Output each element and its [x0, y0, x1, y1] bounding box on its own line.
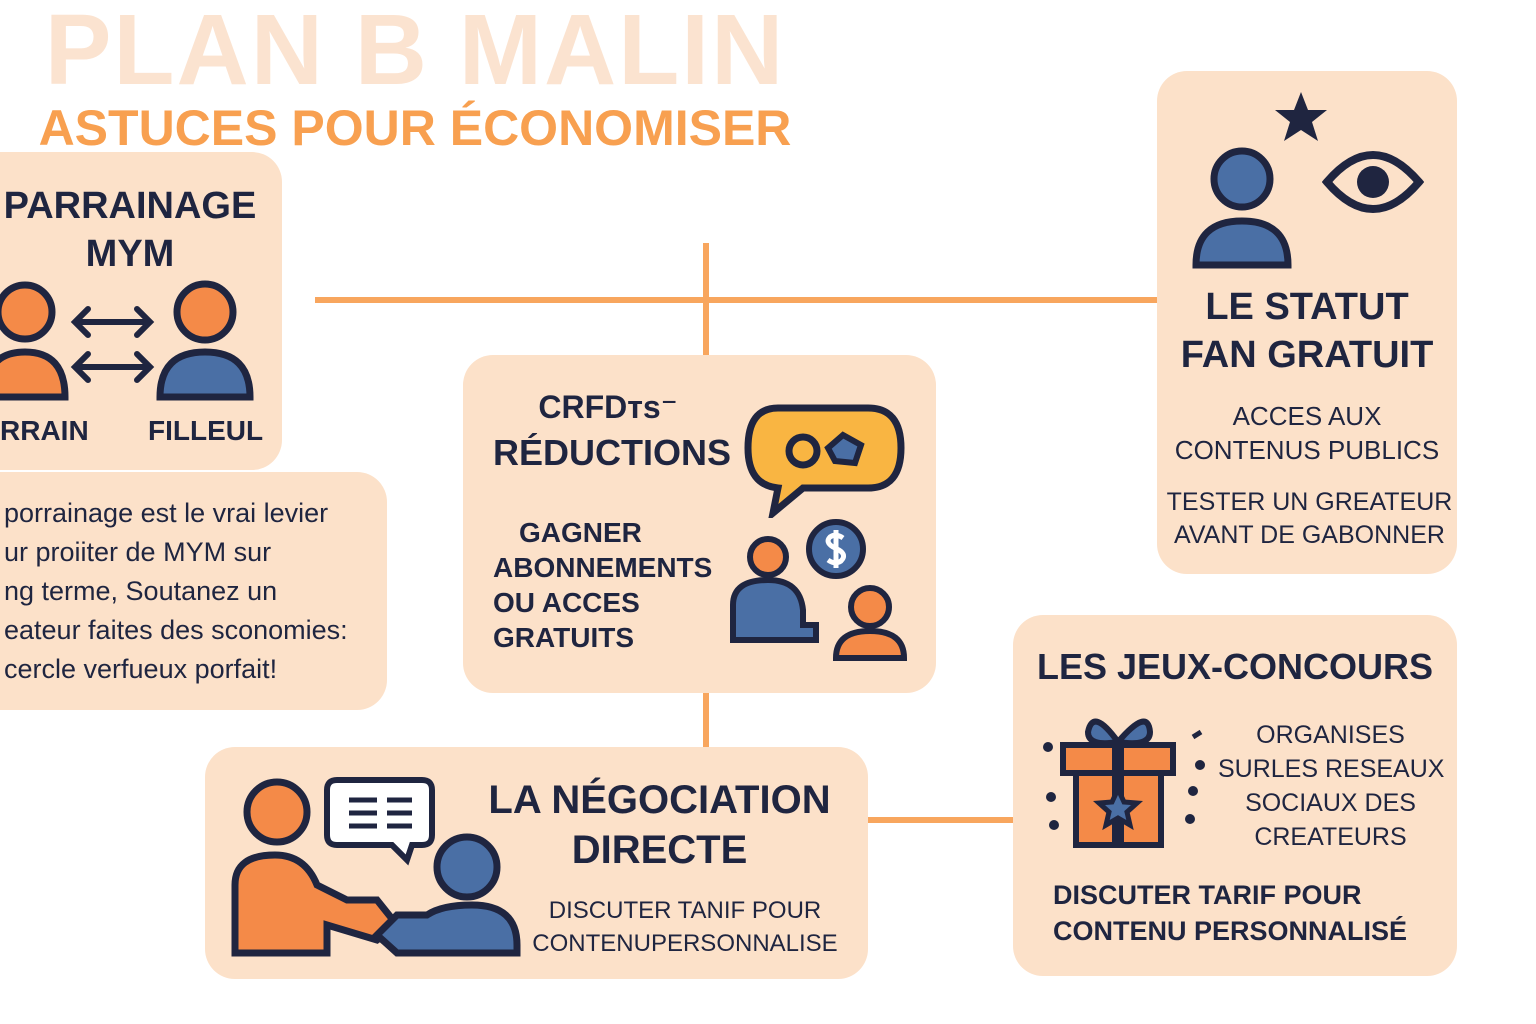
person-icon — [832, 585, 908, 661]
parrain-label: RRAIN — [0, 415, 89, 446]
statut-body-1: ACCES AUX CONTENUS PUBLICS — [1157, 399, 1457, 467]
double-arrow-icon — [70, 306, 155, 383]
card-negociation: LA NÉGOCIATION DIRECTE DISCUTER TANIF POU… — [205, 747, 868, 979]
text-line: SOCIAUX DES — [1245, 789, 1416, 817]
text-line: ORGANISES — [1256, 721, 1405, 749]
text-line: CREATEURS — [1254, 823, 1407, 851]
jeux-footer: DISCUTER TARIF POUR CONTENU PERSONNALISÉ — [1053, 877, 1407, 949]
dollar-coin-icon — [806, 519, 866, 579]
credits-title-1: CRFDтѕ⁻ — [538, 389, 678, 425]
text-line: ABONNEMENTS — [493, 552, 713, 583]
text-line: OU ACCES — [493, 587, 640, 618]
title-line: MYM — [85, 233, 175, 275]
text-line: ACCES AUX — [1232, 401, 1382, 431]
text-line: ur proiiter de MYM sur — [4, 537, 272, 567]
jeux-body: ORGANISES SURLES RESEAUX SOCIAUX DES CREATE… — [1218, 718, 1445, 854]
gift-icon — [1043, 718, 1205, 848]
person-icon — [156, 280, 254, 401]
connector-h-top — [315, 297, 1160, 303]
text-line: porrainage est le vrai levier — [4, 498, 329, 528]
card-credits: CRFDтѕ⁻ RÉDUCTIONS GAGNER ABONNEMENTS OU… — [463, 355, 936, 693]
person-icon — [730, 536, 819, 643]
negociation-body: DISCUTER TANIF POUR CONTENUPERSONNALISE — [530, 894, 840, 960]
statut-body-2: TESTER UN GREATEUR AVANT DE GABONNER — [1157, 486, 1462, 552]
text-line: GAGNER — [519, 517, 642, 548]
speech-bubble-icon — [744, 404, 905, 518]
text-line: CONTENUS PUBLICS — [1174, 435, 1440, 465]
star-icon — [1275, 92, 1327, 141]
text-line: CONTENU PERSONNALISÉ — [1053, 916, 1408, 946]
jeux-title: LES JEUX-CONCOURS — [1036, 646, 1434, 687]
text-line: GRATUITS — [493, 622, 635, 653]
page-title: PLAN B MALIN — [44, 0, 786, 106]
text-line: DISCUTER TANIF POUR — [548, 897, 822, 924]
card-parrainage: PARRAINAGE MYM RRAIN FILLEUL — [0, 152, 282, 470]
text-line: DISCUTER TARIF POUR — [1053, 880, 1362, 910]
connector-v-top — [703, 243, 709, 358]
connector-v-bottom — [703, 690, 709, 750]
credits-body: GAGNER ABONNEMENTS OU ACCES GRATUITS — [493, 515, 712, 655]
text-line: eateur faites des sconomies: — [4, 615, 348, 645]
parrainage-text-box: porrainage est le vrai levier ur proiite… — [0, 472, 387, 710]
page-subtitle: ASTUCES POUR ÉCONOMISER — [38, 100, 792, 156]
title-line: FAN GRATUIT — [1180, 334, 1434, 376]
title-line: DIRECTE — [571, 828, 748, 872]
text-line: ng terme, Soutanez un — [4, 576, 278, 606]
title-line: LA NÉGOCIATION — [488, 778, 831, 822]
text-line: SURLES RESEAUX — [1218, 755, 1445, 783]
text-line: AVANT DE GABONNER — [1174, 521, 1445, 549]
filleul-label: FILLEUL — [148, 415, 264, 446]
connector-h-bottom — [865, 817, 1015, 823]
card-jeux: LES JEUX-CONCOURS ORGANISES SURLES RESEAU… — [1013, 615, 1457, 976]
eye-icon — [1322, 151, 1424, 213]
statut-title: LE STATUT FAN GRATUIT — [1157, 283, 1457, 379]
text-line: cercle verfueux porfait! — [4, 654, 278, 684]
title-line: PARRAINAGE — [3, 185, 257, 227]
text-line: TESTER UN GREATEUR — [1166, 488, 1453, 516]
title-line: LE STATUT — [1205, 286, 1409, 328]
credits-title-2: RÉDUCTIONS — [493, 432, 732, 473]
person-icon — [0, 281, 69, 401]
handshake-icon — [231, 777, 521, 957]
parrainage-title: PARRAINAGE MYM — [0, 182, 260, 278]
person-icon — [1192, 147, 1292, 269]
text-line: CONTENUPERSONNALISE — [532, 930, 838, 957]
card-statut: LE STATUT FAN GRATUIT ACCES AUX CONTENUS P… — [1157, 71, 1457, 574]
negociation-title: LA NÉGOCIATION DIRECTE — [467, 775, 852, 875]
